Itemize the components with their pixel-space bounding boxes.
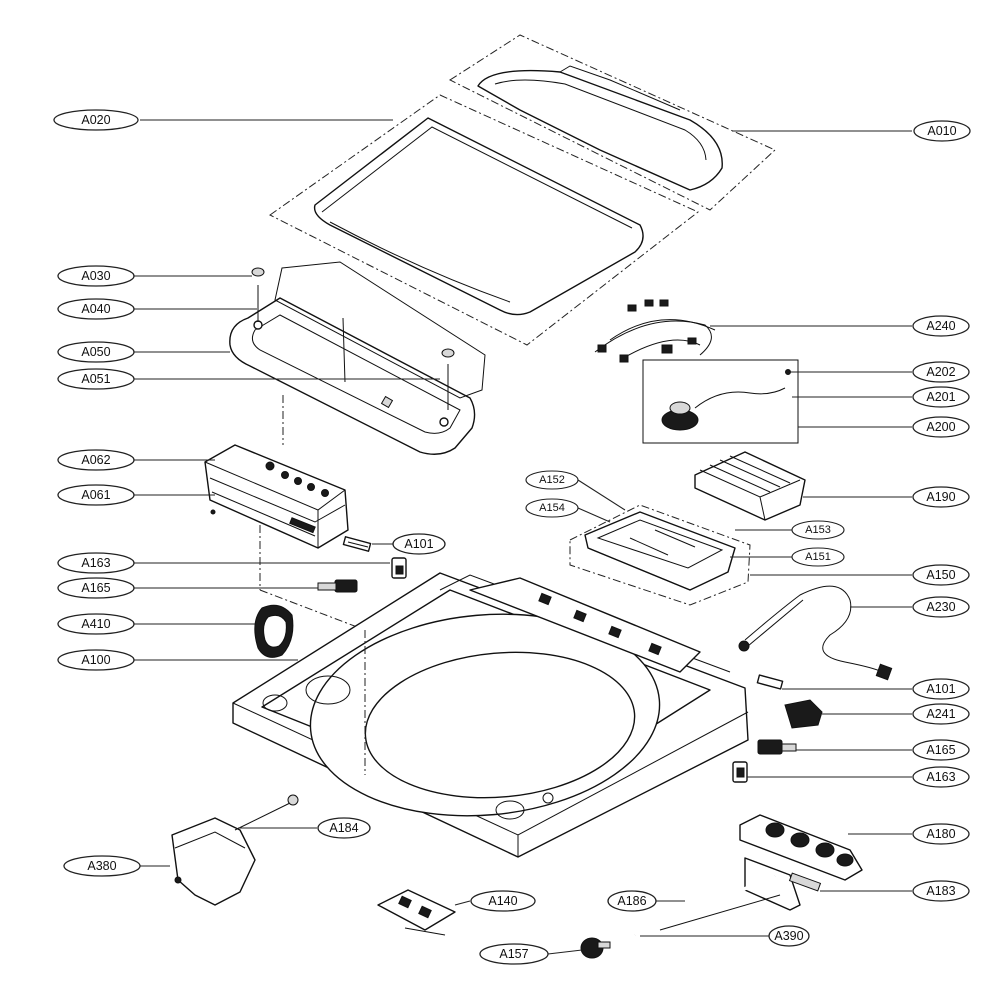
callout-a190: A190 — [912, 486, 970, 508]
callout-a030: A030 — [57, 265, 135, 287]
part-a010-lid-handle — [448, 34, 776, 211]
callout-a165-right: A165 — [912, 739, 970, 761]
callout-a200: A200 — [912, 416, 970, 438]
label-a230: A230 — [926, 600, 955, 614]
callout-a100: A100 — [57, 649, 135, 671]
label-a240: A240 — [926, 319, 955, 333]
label-a190: A190 — [926, 490, 955, 504]
label-a165-right: A165 — [926, 743, 955, 757]
callout-a151: A151 — [791, 547, 845, 567]
part-a140 — [377, 889, 456, 936]
callout-a163-right: A163 — [912, 766, 970, 788]
leader-lines — [132, 119, 912, 955]
part-a165-right — [757, 739, 797, 755]
callout-a062: A062 — [57, 449, 135, 471]
callout-a157: A157 — [479, 943, 549, 965]
label-a152: A152 — [539, 474, 565, 486]
label-a241: A241 — [926, 707, 955, 721]
part-a150-dispenser — [569, 504, 751, 606]
callout-a240: A240 — [912, 315, 970, 337]
part-a180-valve — [739, 814, 863, 911]
label-a020: A020 — [81, 113, 110, 127]
callout-a380: A380 — [63, 855, 141, 877]
label-a180: A180 — [926, 827, 955, 841]
label-a051: A051 — [81, 372, 110, 386]
callout-a051: A051 — [57, 368, 135, 390]
callout-a154: A154 — [525, 498, 579, 518]
part-a241 — [784, 699, 823, 729]
part-a050-lid-frame — [229, 261, 486, 455]
label-a140: A140 — [488, 894, 517, 908]
label-a101-left: A101 — [404, 537, 433, 551]
label-a202: A202 — [926, 365, 955, 379]
callout-a230: A230 — [912, 596, 970, 618]
callout-a183: A183 — [912, 880, 970, 902]
part-a165-left — [317, 579, 358, 593]
label-a010: A010 — [927, 124, 956, 138]
label-a163-right: A163 — [926, 770, 955, 784]
callout-a180: A180 — [912, 823, 970, 845]
callout-a165-left: A165 — [57, 577, 135, 599]
label-a200: A200 — [926, 420, 955, 434]
label-a186: A186 — [617, 894, 646, 908]
part-a100-top-cover — [232, 572, 749, 858]
callout-a152: A152 — [525, 470, 579, 490]
part-a410-ring — [254, 604, 294, 658]
label-a165-left: A165 — [81, 581, 110, 595]
part-a101-left-clip — [342, 536, 372, 552]
part-a061-a062-control-board — [204, 395, 366, 631]
label-a062: A062 — [81, 453, 110, 467]
label-a153: A153 — [805, 524, 831, 536]
label-a410: A410 — [81, 617, 110, 631]
part-a163-right — [732, 761, 748, 783]
part-a030-a040-screws — [251, 267, 455, 410]
callout-a153: A153 — [791, 520, 845, 540]
label-a380: A380 — [87, 859, 116, 873]
label-a183: A183 — [926, 884, 955, 898]
label-a101-right: A101 — [926, 682, 955, 696]
part-a186-a390-hose — [634, 874, 781, 937]
label-a201: A201 — [926, 390, 955, 404]
label-a151: A151 — [805, 551, 831, 563]
callout-a101-left: A101 — [392, 533, 446, 555]
callout-a020: A020 — [53, 109, 139, 131]
callout-a150: A150 — [912, 564, 970, 586]
label-a040: A040 — [81, 302, 110, 316]
callout-a140: A140 — [470, 890, 536, 912]
part-a380-a184-bracket — [171, 794, 299, 906]
callout-a186: A186 — [607, 890, 657, 912]
callout-a101-right: A101 — [912, 678, 970, 700]
label-a030: A030 — [81, 269, 110, 283]
label-a157: A157 — [499, 947, 528, 961]
label-a050: A050 — [81, 345, 110, 359]
callout-a202: A202 — [912, 361, 970, 383]
label-a061: A061 — [81, 488, 110, 502]
label-a163-left: A163 — [81, 556, 110, 570]
callout-a050: A050 — [57, 341, 135, 363]
label-a150: A150 — [926, 568, 955, 582]
label-a100: A100 — [81, 653, 110, 667]
label-a184: A184 — [329, 821, 358, 835]
callout-a010: A010 — [913, 120, 971, 142]
callout-a410: A410 — [57, 613, 135, 635]
label-a390: A390 — [774, 929, 803, 943]
callout-a390: A390 — [768, 925, 810, 947]
callout-a201: A201 — [912, 386, 970, 408]
callout-a061: A061 — [57, 484, 135, 506]
part-a190-drawer — [694, 451, 806, 521]
part-a200-pressure-switch — [642, 359, 799, 444]
part-a157 — [580, 937, 611, 959]
label-a154: A154 — [539, 502, 565, 514]
part-a230-power-cord — [738, 585, 893, 681]
part-a240-harness — [594, 299, 716, 363]
part-a101-right-clip — [756, 674, 784, 690]
callout-a241: A241 — [912, 703, 970, 725]
callout-a040: A040 — [57, 298, 135, 320]
callout-a163-left: A163 — [57, 552, 135, 574]
callout-a184: A184 — [317, 817, 371, 839]
part-a163-left — [391, 557, 407, 579]
part-a020-lid — [269, 94, 699, 346]
